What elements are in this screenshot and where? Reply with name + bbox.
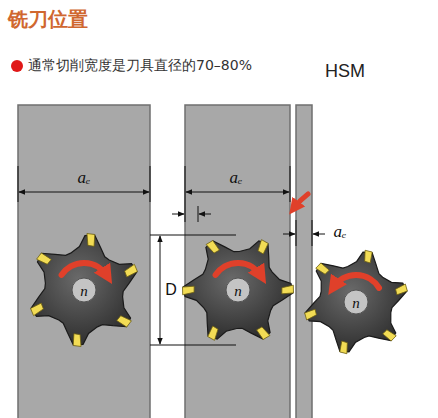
cutting-insert — [258, 240, 268, 254]
note-text: 通常切削宽度是刀具直径的70–80% — [28, 58, 252, 73]
dimension-label: aₑ — [230, 169, 243, 188]
cutting-insert — [305, 309, 317, 320]
bullet-dot — [11, 60, 23, 72]
dimension-label: D — [165, 281, 177, 299]
pointer-arrow — [294, 194, 308, 208]
cutter-body — [31, 235, 137, 345]
cutting-insert — [208, 326, 218, 340]
cutter-hub — [226, 278, 250, 302]
dimension-lines — [18, 166, 325, 345]
rotation-arrow — [334, 275, 379, 288]
speed-symbol: n — [234, 283, 242, 300]
method-label: HSM — [325, 62, 365, 82]
rotation-arrow — [62, 263, 107, 276]
cutting-insert — [87, 234, 95, 247]
cutting-insert — [31, 303, 44, 316]
rotation-arrow — [216, 263, 261, 276]
dimension-label: aₑ — [334, 223, 347, 242]
cutting-insert — [125, 264, 138, 277]
cutting-insert — [396, 284, 408, 295]
cutting-insert — [383, 330, 396, 341]
cutter-hub — [72, 278, 96, 302]
cutting-insert — [117, 316, 132, 327]
milling-cutter — [305, 250, 408, 353]
cutting-insert — [257, 327, 270, 340]
dimension-label: aₑ — [78, 169, 91, 188]
workpiece — [18, 105, 150, 418]
cutting-insert — [316, 263, 329, 274]
cutting-insert — [73, 334, 81, 347]
speed-symbol: n — [352, 295, 360, 312]
cutter-body — [183, 241, 293, 339]
cutting-insert — [365, 250, 373, 263]
workpiece — [185, 105, 290, 418]
cutting-insert — [282, 285, 294, 294]
cutting-insert — [206, 241, 219, 254]
speed-symbol: n — [80, 283, 88, 300]
milling-cutter — [183, 240, 294, 341]
cutting-insert — [37, 253, 52, 264]
title: 铣刀位置 — [8, 8, 88, 30]
milling-cutter — [31, 234, 138, 347]
cutter-hub — [344, 290, 368, 314]
cutting-insert — [340, 341, 348, 354]
workpiece — [296, 105, 312, 418]
cutting-insert — [183, 286, 195, 295]
cutter-body — [305, 252, 407, 352]
